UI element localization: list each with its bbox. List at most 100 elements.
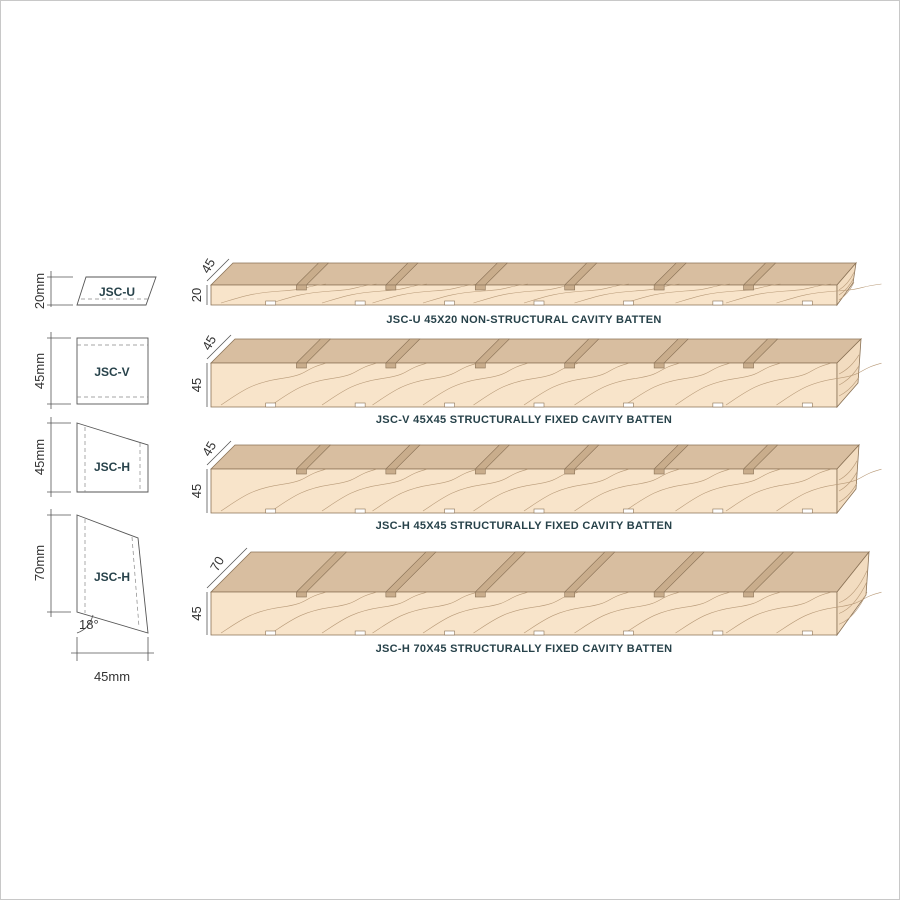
section-jsc-u: JSC-U 20mm [32,271,157,309]
section-jsc-h-70-width-dim: 45mm [94,669,130,684]
batten-2-grain-10 [675,362,781,406]
batten-1-end-grain-3 [838,282,855,301]
section-jsc-v: JSC-V 45mm [32,332,149,409]
batten-1-bottom-notch-4 [533,300,545,306]
batten-3-width-dim-line [206,440,232,466]
batten-2-top-notch-cut-2 [385,362,397,369]
batten-3-end-face [836,443,860,515]
batten-4-grain-4 [372,591,478,634]
batten-1-grain-12 [776,283,882,304]
batten-1-grain-2 [271,283,377,304]
section-jsc-u-label: JSC-U [99,285,135,299]
section-jsc-h-45-shape [76,422,149,493]
batten-3-top-notch-cut-2 [385,468,397,475]
batten-4-end-grain-3 [838,592,868,625]
batten-1-top-notch-cut-4 [564,284,576,291]
batten-4-top-notch-cut-5 [653,591,665,598]
batten-4-grain-10 [675,591,781,634]
batten-4-grain-2 [271,591,377,634]
section-jsc-h-45-label: JSC-H [94,460,130,474]
batten-2-top-notch-cut-6 [743,362,754,369]
batten-2-grain-8 [574,362,680,406]
batten-1-top-notch-cut-5 [653,284,665,291]
batten-3-top-notch-cut-1 [296,468,307,475]
batten-3-grain-10 [675,468,781,512]
batten-3-caption: JSC-H 45X45 STRUCTURALLY FIXED CAVITY BA… [376,520,673,532]
batten-4-bottom-notch-4 [533,630,545,636]
batten-2-end-grain-1 [838,354,860,375]
batten-3-bottom-notch-7 [801,508,813,514]
batten-1-end-grain-1 [838,272,855,291]
batten-4-grain-3 [321,591,428,634]
batten-4-top-notch-cut-3 [474,591,486,598]
batten-4-end-grain-2 [838,581,868,614]
batten-3-grain-5 [422,468,529,512]
section-jsc-v-height-dim: 45mm [32,353,47,389]
section-jsc-u-height-dim: 20mm [32,273,47,309]
batten-4-grain-11 [725,591,832,634]
batten-2-width-dim: 45 [199,333,219,353]
batten-3-bottom-notch-5 [623,508,634,514]
batten-2-bottom-notch-4 [533,402,545,408]
batten-4-bottom-notch-5 [623,630,634,636]
batten-2-grain-12 [776,362,882,406]
batten-4-width-dim-line [206,547,248,589]
batten-2-end-grain-2 [838,365,860,386]
batten-2-grain-6 [473,362,579,406]
batten-1-width-dim-line [206,258,230,282]
batten-1-grain-8 [574,283,680,304]
section-jsc-h-70: JSC-H 70mm 18° 45mm [32,509,154,684]
batten-1-height-dim: 20 [189,288,204,302]
batten-3-grain-9 [624,468,731,512]
batten-2-end-grain-3 [838,376,860,397]
batten-4-grain-9 [624,591,731,634]
batten-1-grain-9 [624,283,731,304]
batten-1-grain-5 [422,283,529,304]
batten-3-bottom-notch-6 [712,508,724,514]
section-jsc-u-shape [76,276,157,306]
batten-1-grain-10 [675,283,781,304]
batten-1-bottom-notch-2 [354,300,366,306]
section-jsc-h-70-angle-arc [76,614,94,634]
batten-2-bottom-notch-3 [444,402,455,408]
section-jsc-h-70-shape [76,514,149,634]
batten-3-grain-4 [372,468,478,512]
batten-3-top-notch-cut-5 [653,468,665,475]
batten-3-top-notch-cut-4 [564,468,576,475]
batten-3-bottom-notch-3 [444,508,455,514]
batten-3-grain-6 [473,468,579,512]
batten-3-end-grain-2 [838,471,858,492]
batten-2-height-dim: 45 [189,378,204,392]
batten-3-grain-3 [321,468,428,512]
batten-1-bottom-notch-5 [623,300,634,306]
batten-2-end-face [836,337,862,409]
batten-4-top-notch-cut-4 [564,591,576,598]
batten-1-grain-4 [372,283,478,304]
batten-4-bottom-notch-2 [354,630,366,636]
batten-3-bottom-notch-4 [533,508,545,514]
batten-2-grain-9 [624,362,731,406]
batten-2-top-notch-cut-5 [653,362,665,369]
batten-1-grain-7 [523,283,630,304]
batten-1-bottom-notch-3 [444,300,455,306]
batten-4-bottom-notch-7 [801,630,813,636]
batten-1-grain-3 [321,283,428,304]
batten-2-grain-11 [725,362,832,406]
batten-3-end-grain-3 [838,482,858,503]
batten-2-top-notch-cut-3 [474,362,486,369]
batten-4-caption: JSC-H 70X45 STRUCTURALLY FIXED CAVITY BA… [376,643,673,655]
section-jsc-h-70-height-dim: 70mm [32,545,47,581]
batten-1-grain-6 [473,283,579,304]
batten-4-grain-12 [776,591,882,634]
batten-2-grain-3 [321,362,428,406]
batten-2-bottom-notch-1 [265,402,277,408]
batten-4-grain-6 [473,591,579,634]
batten-2-grain-4 [372,362,478,406]
batten-4-grain-8 [574,591,680,634]
batten-3-grain-8 [574,468,680,512]
batten-3-grain-7 [523,468,630,512]
batten-3-bottom-notch-1 [265,508,277,514]
batten-4-bottom-notch-6 [712,630,724,636]
batten-1-bottom-notch-1 [265,300,277,306]
